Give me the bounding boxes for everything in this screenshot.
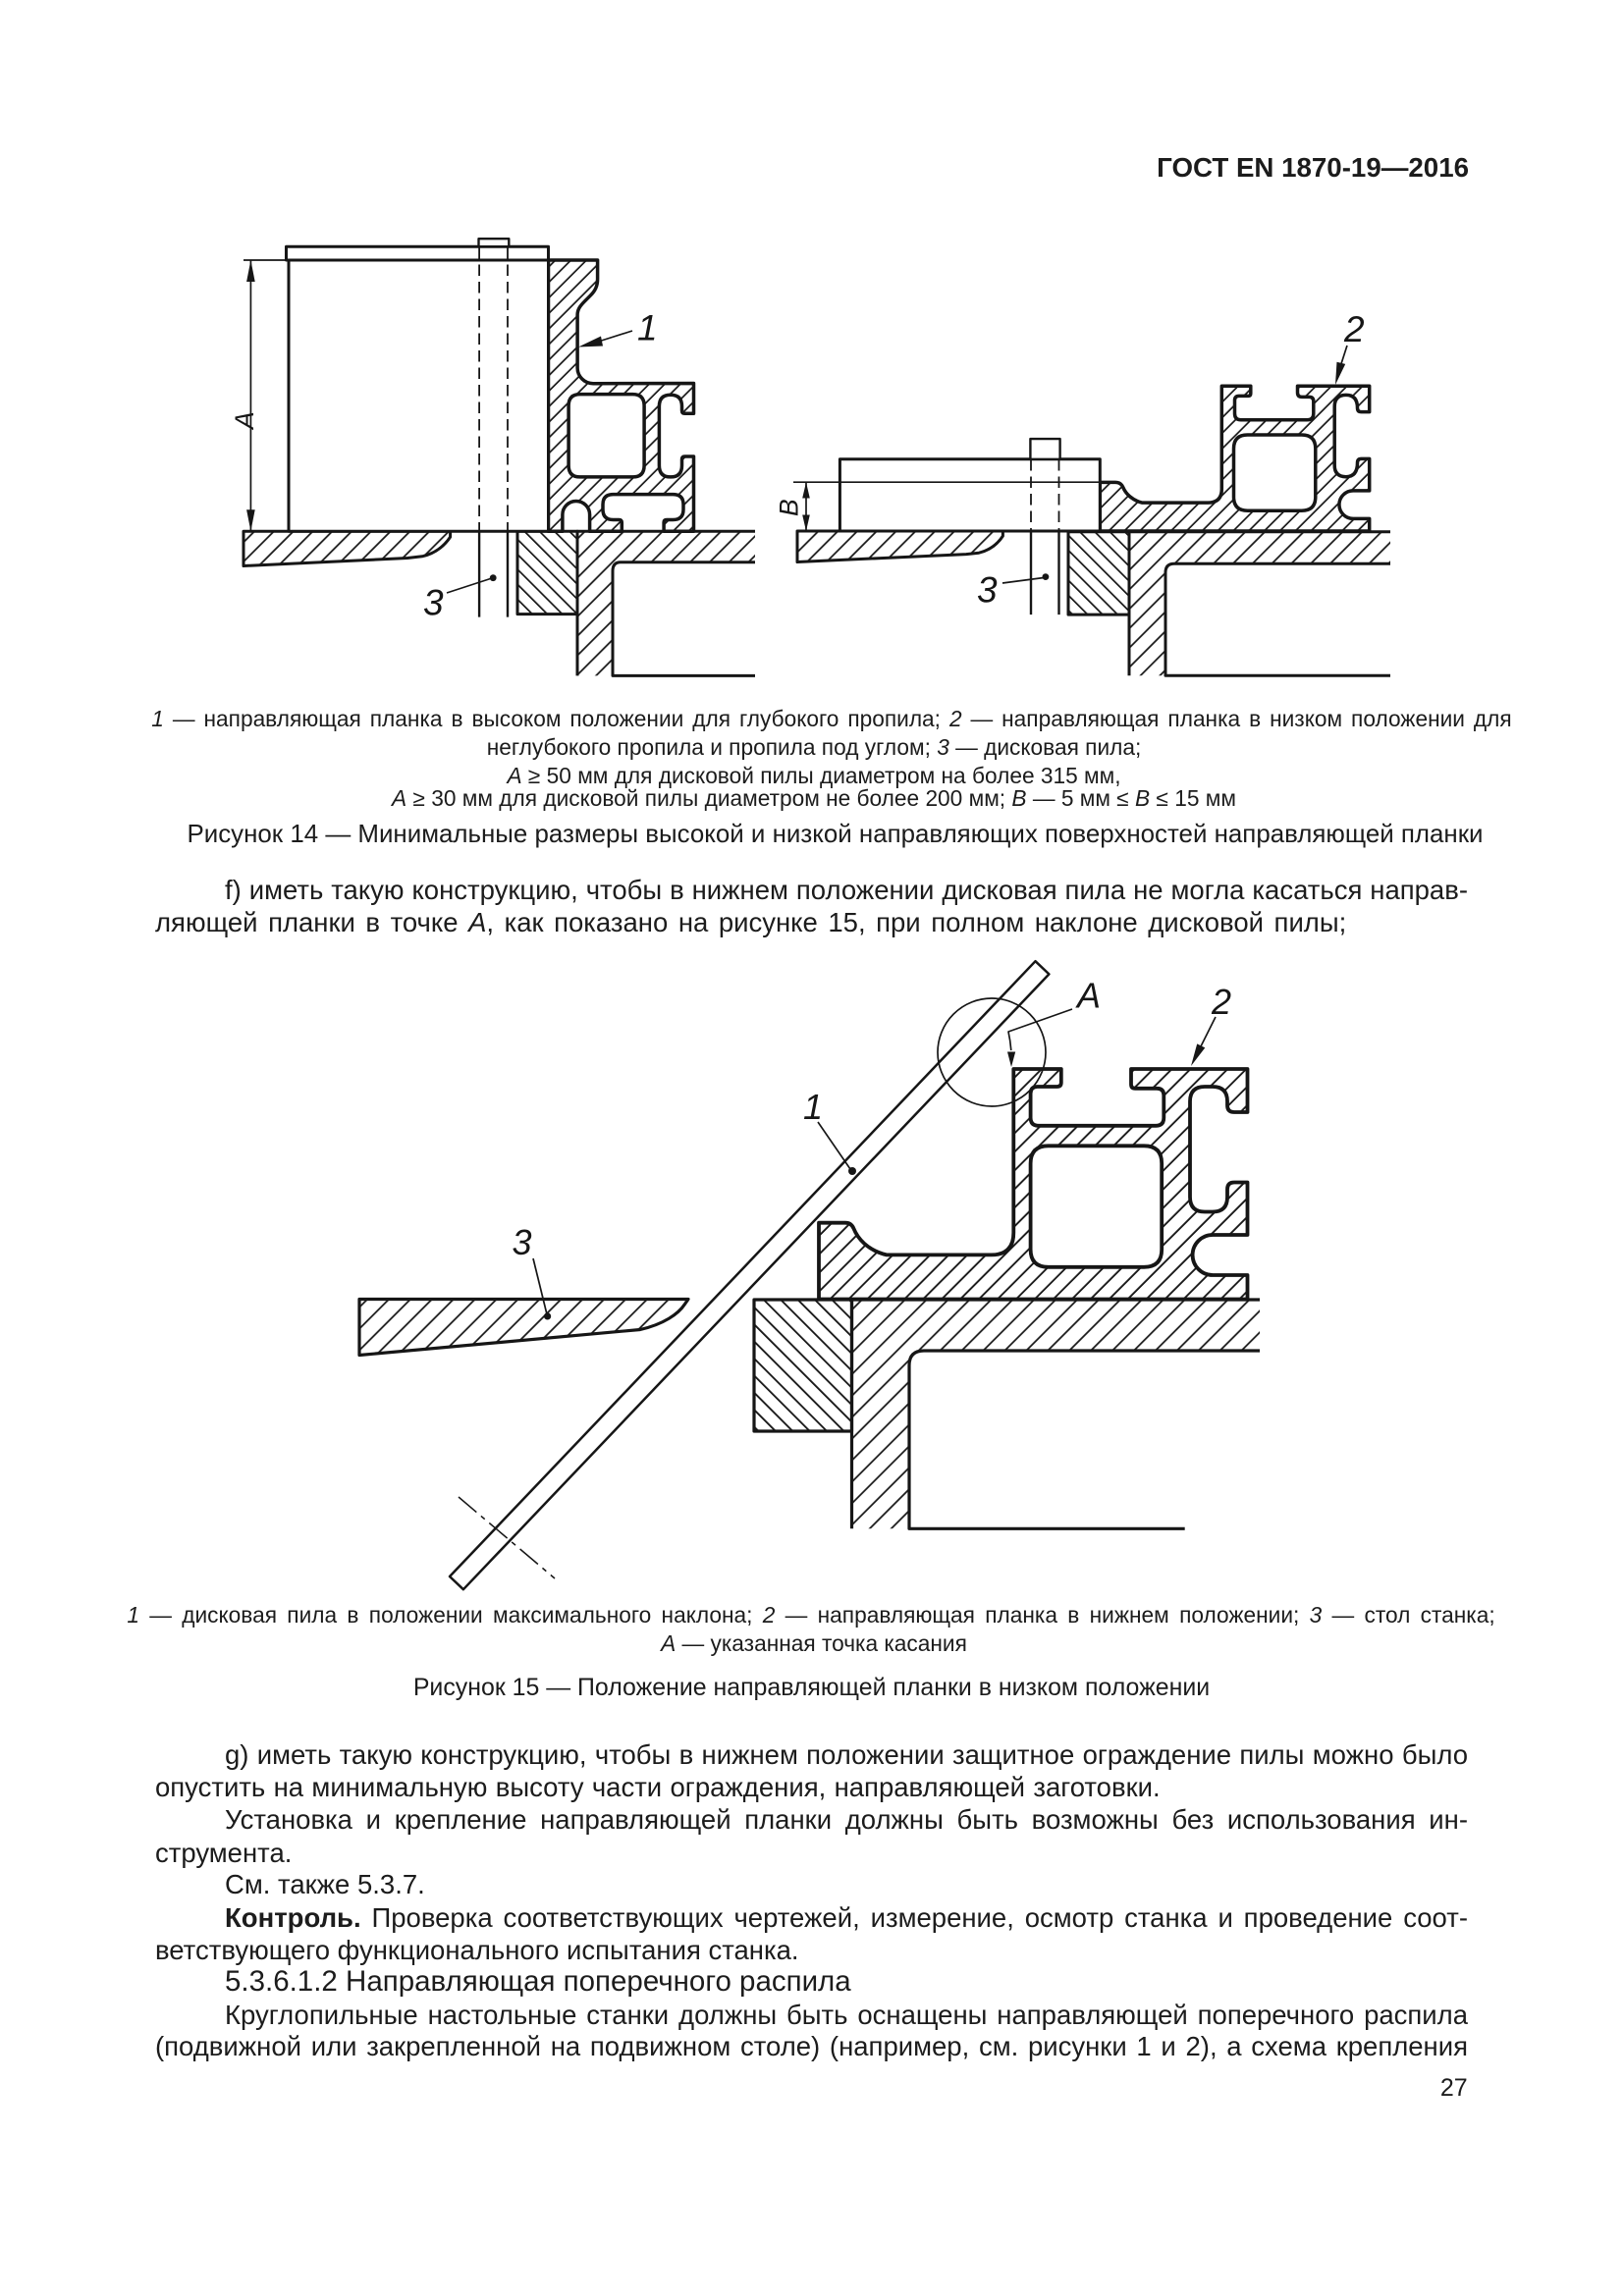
svg-text:3: 3 <box>513 1222 532 1262</box>
svg-text:3: 3 <box>423 583 444 623</box>
svg-text:2: 2 <box>1211 982 1231 1022</box>
svg-text:A: A <box>1075 976 1101 1016</box>
svg-text:B: B <box>775 499 804 516</box>
svg-text:1: 1 <box>637 308 658 348</box>
svg-text:2: 2 <box>1343 309 1365 349</box>
svg-text:A: A <box>230 411 259 431</box>
svg-text:1: 1 <box>803 1087 823 1127</box>
svg-text:3: 3 <box>977 570 998 611</box>
